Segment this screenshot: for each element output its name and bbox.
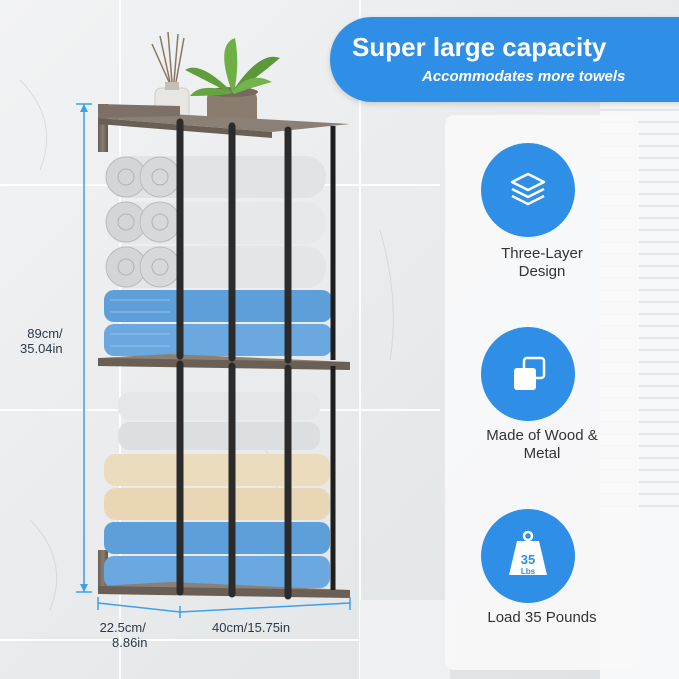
feature-label: Load 35 Pounds [445,609,639,627]
depth-dimension-label: 22.5cm/ 8.86in [98,620,148,650]
weight-number: 35 [520,552,536,567]
grey-towels-bottom [118,392,320,450]
banner-title: Super large capacity [352,32,607,62]
feature-label-line1: Three-Layer [501,245,583,262]
banner-subtitle: Accommodates more towels [422,68,626,85]
feature-label: Made of Wood & Metal [445,427,639,463]
width-dimension-label: 40cm/15.75in [212,620,291,635]
depth-cm: 22.5cm/ [99,620,146,635]
capacity-banner: Super large capacity Accommodates more t… [330,17,679,102]
plant-decoration [185,38,280,124]
feature-label: Three-Layer Design [445,245,639,281]
blue-towels-bottom [104,522,330,588]
height-dimension-label: 89cm/ 35.04in [20,326,63,356]
dimension-lines [76,103,351,618]
feature-label-line2: Metal [523,445,561,462]
metal-bars [176,118,292,600]
blue-towels-top [104,290,332,356]
beige-towels [104,454,330,520]
weight-unit: Lbs [520,567,536,576]
height-in: 35.04in [20,341,63,356]
weight-badge: 35 Lbs [520,552,536,578]
height-cm: 89cm/ [27,326,63,341]
layers-icon [481,143,575,237]
squares-icon [481,327,575,421]
feature-label-line2: Design [518,263,566,280]
grey-towel-rolls [105,156,326,288]
feature-label-line1: Load 35 Pounds [487,609,597,626]
features-panel: Three-Layer Design Made of Wood & Metal … [445,115,639,670]
weight-icon: 35 Lbs [481,509,575,603]
feature-label-line1: Made of Wood & [486,427,598,444]
depth-in: 8.86in [112,635,148,650]
